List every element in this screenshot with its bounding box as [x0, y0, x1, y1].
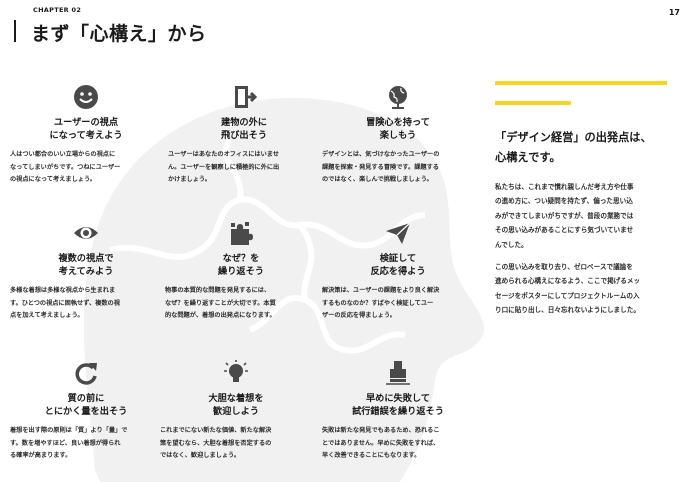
principle-heading: 検証して 反応を得よう — [370, 253, 426, 277]
sidebar-heading-wrap: 「デザイン経営」の出発点は、 心構えです。 — [495, 68, 680, 168]
refresh-icon — [75, 363, 97, 385]
principle-adventure: 冒険心を持って 楽しもう デザインとは、気づけなかったユーザーの 課題を探索・発… — [322, 84, 474, 187]
principle-heading: 大胆な着想を 歓迎しよう — [208, 393, 264, 417]
principle-ask-why: なぜ？を 繰り返そう 物事の本質的な問題を発見するには、 なぜ？を繰り返すことが… — [165, 220, 317, 323]
sidebar: 「デザイン経営」の出発点は、 心構えです。 私たちは、これまで慣れ親しんだ考え方… — [495, 68, 680, 318]
principle-heading: 冒険心を持って 楽しもう — [366, 117, 430, 141]
principle-body: 解決策は、ユーザーの課題をより良く解決 するものなのか？すばやく検証してユー ザ… — [322, 287, 440, 320]
principle-body: 物事の本質的な問題を発見するには、 なぜ？を繰り返すことが大切です。本質 的な問… — [165, 287, 276, 320]
sidebar-heading: 「デザイン経営」の出発点は、 心構えです。 — [495, 131, 652, 164]
exit-door-icon — [235, 86, 257, 108]
smiley-face-icon — [74, 85, 98, 109]
eraser-icon — [386, 361, 410, 385]
page-title: まず「心構え」から — [31, 23, 207, 45]
principle-fail-early: 早めに失敗して 試行錯誤を繰り返そう 失敗は新たな発見でもあるため、恐れるこ と… — [322, 360, 474, 463]
principle-user-viewpoint: ユーザーの視点 になって考えよう 人はつい都合のいい立場からの視点に なってしま… — [10, 84, 162, 187]
principle-heading: 建物の外に 飛び出そう — [221, 117, 267, 141]
principle-body: 多様な着想は多様な視点から生まれま す。ひとつの視点に固執せず、複数の視 点を加… — [10, 287, 120, 320]
principle-body: 失敗は新たな発見でもあるため、恐れるこ とではありません。早めに失敗をすれば、 … — [322, 427, 440, 460]
paper-plane-icon — [386, 222, 411, 244]
puzzle-icon — [231, 222, 253, 245]
globe-icon — [389, 86, 407, 109]
highlight-bar — [495, 101, 571, 105]
principle-multiple-viewpoints: 複数の視点で 考えてみよう 多様な着想は多様な視点から生まれま す。ひとつの視点… — [10, 220, 162, 323]
principle-body: 人はつい都合のいい立場からの視点に なってしまいがちです。つねにユーザー の視点… — [10, 151, 121, 184]
principle-heading: 質の前に とにかく量を出そう — [44, 393, 128, 417]
principle-heading: なぜ？を 繰り返そう — [218, 253, 264, 277]
title-rule — [14, 20, 16, 42]
principle-body: デザインとは、気づけなかったユーザーの 課題を探索・発見する冒険です。課題する … — [322, 151, 440, 184]
principle-bold-ideas: 大胆な着想を 歓迎しよう これまでにない新たな価値、新たな解決 策を望むなら、大… — [160, 360, 312, 463]
sidebar-paragraph: この思い込みを取り去り、ゼロベースで議論を 進められる心構えになるよう、ここで掲… — [495, 263, 641, 315]
principle-quantity-first: 質の前に とにかく量を出そう 着想を出す際の原則は「質」より「量」で す。数を増… — [10, 360, 162, 463]
principle-validate: 検証して 反応を得よう 解決策は、ユーザーの課題をより良く解決 するものなのか？… — [322, 220, 474, 323]
page-number: 17 — [668, 8, 680, 17]
eye-icon — [74, 227, 98, 239]
principle-heading: ユーザーの視点 になって考えよう — [49, 117, 123, 141]
principle-body: ユーザーはあなたのオフィスにはいませ ん。ユーザーを観察しに積極的に外に出 かけ… — [168, 151, 280, 184]
principle-heading: 複数の視点で 考えてみよう — [58, 253, 114, 277]
sidebar-paragraph: 私たちは、これまで慣れ親しんだ考え方や仕事 の進め方に、つい疑問を持たず、偏った… — [495, 183, 634, 249]
principle-body: 着想を出す際の原則は「質」より「量」で す。数を増やすほど、良い着想が得られ る… — [10, 427, 128, 460]
principle-go-outside: 建物の外に 飛び出そう ユーザーはあなたのオフィスにはいませ ん。ユーザーを観察… — [168, 84, 320, 187]
principle-heading: 早めに失敗して 試行錯誤を繰り返そう — [352, 393, 444, 417]
highlight-bar — [495, 81, 667, 85]
principle-body: これまでにない新たな価値、新たな解決 策を望むなら、大胆な着想を否定するの では… — [160, 427, 272, 460]
chapter-label: CHAPTER 02 — [33, 6, 82, 14]
lightbulb-icon — [224, 360, 248, 382]
